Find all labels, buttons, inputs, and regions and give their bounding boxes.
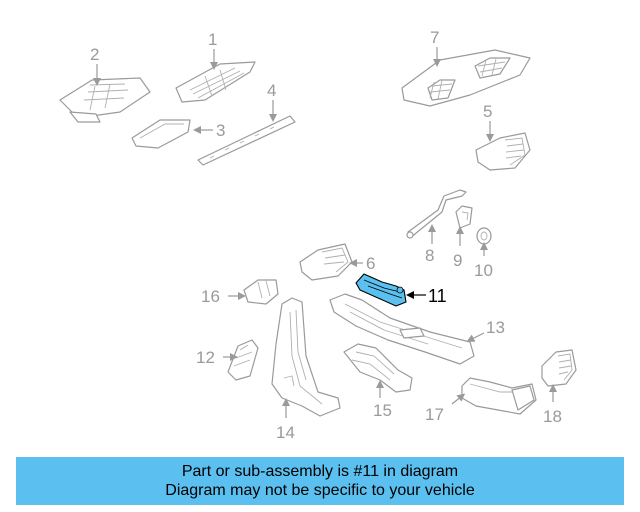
parts-diagram: 2 1 3 4 7 5 8 9	[59, 28, 577, 442]
part-2-vent-housing	[59, 77, 151, 123]
callout-4: 4	[267, 81, 276, 100]
part-14-floor-duct	[271, 297, 341, 417]
info-banner: Part or sub-assembly is #11 in diagram D…	[16, 457, 624, 505]
part-5-side-vent	[475, 132, 531, 171]
callout-17: 17	[425, 405, 444, 424]
part-1-defroster-grille	[175, 61, 256, 103]
callout-12: 12	[196, 348, 215, 367]
part-18-rear-vent	[541, 349, 577, 387]
part-10-grommet	[476, 227, 492, 245]
part-16-small-vent	[243, 279, 279, 305]
callout-15: 15	[373, 401, 392, 420]
callout-14: 14	[276, 423, 295, 442]
part-9-clip	[455, 205, 473, 229]
callout-9: 9	[453, 251, 462, 270]
callout-5: 5	[483, 102, 492, 121]
part-12-bracket	[227, 339, 259, 381]
part-3-panel	[131, 119, 191, 149]
callout-13: 13	[486, 318, 505, 337]
part-11-highlighted-duct	[355, 273, 407, 307]
callout-10: 10	[474, 261, 493, 280]
part-8-hose	[406, 189, 467, 239]
callout-1: 1	[208, 30, 217, 49]
callout-16: 16	[201, 287, 220, 306]
banner-line-2: Diagram may not be specific to your vehi…	[165, 482, 475, 499]
callout-11: 11	[428, 286, 447, 306]
callout-18: 18	[543, 407, 562, 426]
banner-line-1: Part or sub-assembly is #11 in diagram	[181, 463, 459, 480]
part-6-vent	[299, 243, 353, 281]
callout-6: 6	[366, 254, 375, 273]
callout-3: 3	[216, 121, 225, 140]
callout-7: 7	[430, 28, 439, 47]
part-17-rear-duct	[461, 377, 537, 415]
part-4-seal-strip	[197, 115, 296, 166]
part-13-long-duct	[329, 293, 475, 365]
callout-2: 2	[90, 45, 99, 64]
part-7-dash-vents	[401, 49, 531, 107]
part-15-center-duct	[343, 343, 413, 393]
callout-8: 8	[425, 246, 434, 265]
